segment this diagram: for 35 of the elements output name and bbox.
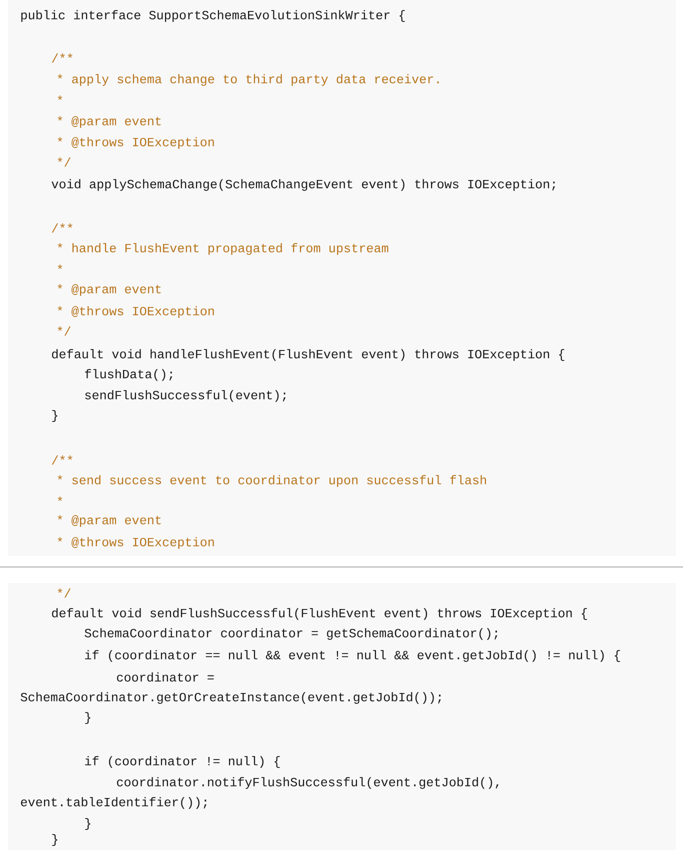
code-line: default void sendFlushSuccessful(FlushEvent event) throws IOException {	[52, 608, 587, 620]
code-line: public interface SupportSchemaEvolutionSinkWriter {	[21, 10, 405, 22]
code-comment: * send success event to coordinator upon successful flash	[58, 475, 486, 487]
code-line: SchemaCoordinator.getOrCreateInstance(event.getJobId());	[20, 692, 441, 704]
code-comment: * @throws IOException	[58, 537, 214, 549]
code-comment: * handle FlushEvent propagated from upstream	[58, 243, 388, 255]
code-line: if (coordinator != null) {	[85, 756, 280, 768]
code-comment: * @throws IOException	[58, 306, 214, 318]
code-line: }	[52, 410, 58, 422]
code-comment: * @param event	[58, 116, 161, 128]
code-line: }	[85, 818, 90, 830]
code-line: }	[85, 712, 90, 724]
code-line: sendFlushSuccessful(event);	[85, 390, 286, 402]
code-line: default void handleFlushEvent(FlushEvent event) throws IOException {	[52, 349, 564, 361]
code-comment: /**	[52, 53, 72, 63]
code-comment: */	[58, 588, 71, 598]
code-line: }	[52, 834, 58, 846]
code-line: SchemaCoordinator coordinator = getSchemaCoordinator();	[84, 628, 498, 640]
code-comment: *	[58, 496, 62, 501]
code-line: if (coordinator == null && event != null && event.getJobId() != null) {	[85, 650, 620, 662]
code-comment: */	[58, 326, 71, 336]
code-comment: *	[58, 95, 62, 100]
code-comment: * @throws IOException	[58, 137, 214, 149]
code-comment: /**	[52, 455, 72, 465]
code-comment: /**	[52, 223, 72, 233]
code-comment: */	[58, 157, 71, 167]
code-line: event.tableIdentifier());	[21, 797, 206, 809]
code-line: flushData();	[85, 369, 172, 381]
code-line: coordinator =	[117, 672, 214, 682]
code-line: coordinator.notifyFlushSuccessful(event.getJobId(),	[117, 777, 498, 789]
code-line: void applySchemaChange(SchemaChangeEvent event) throws IOException;	[52, 179, 555, 191]
code-comment: * @param event	[58, 515, 161, 527]
code-comment: * apply schema change to third party data receiver.	[58, 74, 439, 86]
code-comment: *	[58, 264, 62, 269]
code-comment: * @param event	[58, 284, 161, 296]
